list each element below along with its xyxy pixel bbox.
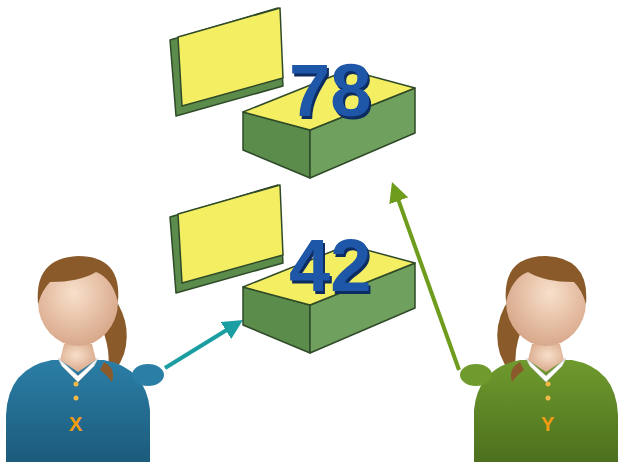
value-box: 42 — [243, 225, 418, 357]
person-shape — [0, 250, 165, 462]
button — [546, 396, 551, 401]
person-icon: X — [0, 250, 165, 462]
person-figure — [6, 256, 164, 462]
ponytail-tip — [511, 362, 524, 382]
person-figure — [460, 256, 618, 462]
hair — [506, 256, 587, 304]
button — [546, 382, 551, 387]
person-label: X — [69, 413, 82, 436]
box-lid — [170, 8, 283, 116]
value-number: 42 — [289, 229, 371, 303]
value-box: 78 — [243, 50, 418, 182]
button — [74, 396, 79, 401]
torso — [6, 360, 150, 462]
arm — [132, 364, 164, 386]
pointer-arrow — [165, 326, 233, 368]
button — [74, 382, 79, 387]
torso — [474, 360, 618, 462]
value-number: 78 — [289, 54, 371, 128]
box-lid — [170, 185, 283, 293]
arm — [460, 364, 492, 386]
person-label: Y — [541, 413, 554, 436]
ponytail-tip — [100, 362, 113, 382]
collar — [58, 358, 98, 382]
person-icon: Y — [459, 250, 624, 462]
collar — [526, 358, 566, 382]
hair — [38, 256, 119, 304]
